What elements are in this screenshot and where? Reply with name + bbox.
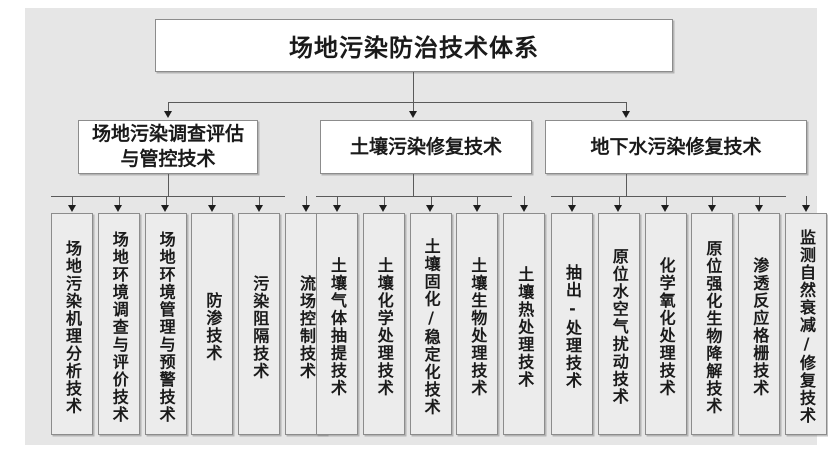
connector-leaf-drop-1-3 — [477, 196, 479, 206]
arrow-to-leaf-2-0 — [567, 205, 576, 212]
arrow-to-leaf-1-1 — [379, 205, 388, 212]
leaf-label-1-4: 土壤热处理技术 — [515, 265, 535, 389]
arrow-to-branch-2 — [621, 111, 630, 118]
leaf-box-1-2[interactable]: 土壤固化/稳定化技术 — [409, 213, 452, 435]
connector-leaf-drop-0-4 — [259, 196, 261, 206]
leaf-label-0-1: 场地环境调查与评价技术 — [109, 230, 129, 424]
leaf-label-1-0: 土壤气体抽提技术 — [328, 257, 347, 397]
branch-label-2: 地下水污染修复技术 — [590, 135, 762, 158]
branch-label-0: 场地污染调查评估与管控技术 — [91, 123, 244, 170]
arrow-to-leaf-2-2 — [661, 205, 670, 212]
connector-level2-drop-1 — [413, 102, 414, 112]
root-node-box[interactable]: 场地污染防治技术体系 — [155, 19, 673, 72]
leaf-box-2-5[interactable]: 监测自然衰减/修复技术 — [785, 213, 827, 435]
connector-leaf-drop-2-1 — [618, 196, 620, 206]
arrow-to-leaf-0-4 — [254, 205, 263, 212]
branch-box-2[interactable]: 地下水污染修复技术 — [545, 120, 807, 174]
connector-branch-stem-1 — [413, 174, 414, 196]
connector-leaf-drop-2-5 — [806, 196, 807, 206]
leaf-label-0-2: 场地环境管理与预警技术 — [156, 230, 176, 424]
arrow-to-leaf-0-1 — [114, 205, 123, 212]
connector-branch-stem-2 — [626, 174, 627, 196]
connector-leaf-drop-1-0 — [337, 196, 338, 206]
arrow-to-leaf-1-2 — [426, 205, 435, 212]
leaf-box-0-4[interactable]: 污染阻隔技术 — [238, 213, 281, 435]
arrow-to-leaf-0-0 — [67, 205, 76, 212]
branch-box-0[interactable]: 场地污染调查评估与管控技术 — [78, 120, 258, 174]
connector-leaf-drop-0-0 — [72, 196, 73, 206]
arrow-to-leaf-2-3 — [707, 205, 716, 212]
connector-leaf-drop-2-4 — [759, 196, 761, 206]
arrow-to-leaf-2-1 — [614, 205, 623, 212]
leaf-label-0-3: 防渗技术 — [203, 292, 223, 362]
connector-leaf-drop-1-1 — [383, 196, 385, 206]
branch-box-1[interactable]: 土壤污染修复技术 — [320, 120, 532, 174]
branch-label-1: 土壤污染修复技术 — [349, 135, 502, 158]
connector-leaf-drop-2-3 — [712, 196, 714, 206]
leaf-box-0-2[interactable]: 场地环境管理与预警技术 — [144, 213, 187, 435]
leaf-box-0-1[interactable]: 场地环境调查与评价技术 — [97, 213, 140, 435]
arrow-to-leaf-2-5 — [801, 205, 810, 212]
root-node-label: 场地污染防治技术体系 — [289, 34, 539, 62]
leaf-box-0-3[interactable]: 防渗技术 — [191, 213, 234, 435]
leaf-box-1-0[interactable]: 土壤气体抽提技术 — [316, 213, 358, 435]
leaf-box-2-4[interactable]: 渗透反应格栅技术 — [738, 213, 781, 435]
connector-root-stem — [413, 72, 414, 102]
leaf-label-2-0: 抽出-处理技术 — [563, 264, 582, 390]
leaf-box-2-1[interactable]: 原位水空气扰动技术 — [597, 213, 640, 435]
connector-level2-drop-0 — [168, 102, 169, 112]
leaf-box-2-0[interactable]: 抽出-处理技术 — [551, 213, 593, 435]
leaf-label-1-1: 土壤化学处理技术 — [374, 257, 394, 397]
arrow-to-branch-0 — [163, 111, 172, 118]
arrow-to-branch-1 — [408, 111, 417, 118]
arrow-to-leaf-1-3 — [472, 205, 481, 212]
connector-branch-stem-0 — [168, 174, 169, 196]
leaf-box-1-4[interactable]: 土壤热处理技术 — [503, 213, 546, 435]
arrow-to-leaf-2-4 — [754, 205, 763, 212]
connector-leaf-bus-2 — [551, 196, 786, 197]
leaf-label-0-0: 场地污染机理分析技术 — [63, 239, 82, 415]
connector-leaf-bus-1 — [316, 196, 512, 197]
leaf-box-1-1[interactable]: 土壤化学处理技术 — [362, 213, 405, 435]
leaf-label-1-3: 土壤生物处理技术 — [468, 257, 488, 397]
leaf-label-2-3: 原位强化生物降解技术 — [703, 239, 723, 415]
leaf-label-1-2: 土壤固化/稳定化技术 — [421, 238, 441, 416]
arrow-to-leaf-0-3 — [207, 205, 216, 212]
leaf-label-2-1: 原位水空气扰动技术 — [609, 248, 629, 406]
connector-leaf-drop-2-2 — [665, 196, 667, 206]
arrow-to-leaf-0-5 — [301, 205, 310, 212]
leaf-box-1-3[interactable]: 土壤生物处理技术 — [456, 213, 499, 435]
arrow-to-leaf-1-0 — [332, 205, 341, 212]
arrow-to-leaf-1-4 — [519, 205, 528, 212]
leaf-label-2-2: 化学氧化处理技术 — [656, 257, 676, 397]
connector-level2-drop-2 — [626, 102, 627, 112]
connector-leaf-drop-0-5 — [306, 196, 307, 206]
leaf-label-0-4: 污染阻隔技术 — [250, 274, 270, 380]
leaf-label-0-5: 流场控制技术 — [297, 274, 316, 380]
leaf-box-2-3[interactable]: 原位强化生物降解技术 — [691, 213, 734, 435]
leaf-label-2-5: 监测自然衰减/修复技术 — [797, 229, 816, 425]
connector-leaf-drop-0-1 — [118, 196, 120, 206]
connector-leaf-drop-0-3 — [212, 196, 214, 206]
connector-leaf-bus-0 — [51, 196, 285, 197]
connector-leaf-drop-0-2 — [165, 196, 167, 206]
leaf-box-0-0[interactable]: 场地污染机理分析技术 — [51, 213, 93, 435]
connector-leaf-drop-1-2 — [430, 196, 432, 206]
arrow-to-leaf-0-2 — [161, 205, 170, 212]
leaf-label-2-4: 渗透反应格栅技术 — [750, 257, 770, 397]
connector-level2-bus — [168, 102, 626, 103]
connector-leaf-drop-1-4 — [524, 196, 526, 206]
leaf-box-2-2[interactable]: 化学氧化处理技术 — [644, 213, 687, 435]
connector-leaf-drop-2-0 — [572, 196, 573, 206]
